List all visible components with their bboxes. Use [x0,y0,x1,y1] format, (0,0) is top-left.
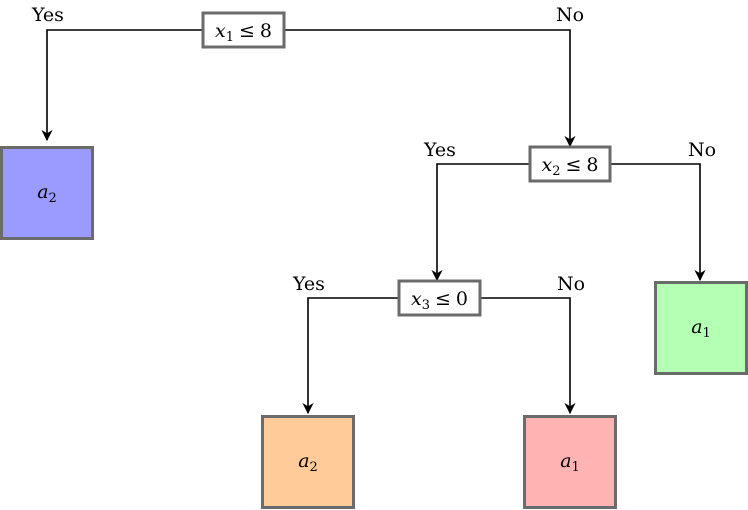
n2-no-label: No [688,139,716,161]
leaf-node-a2-bottom: a2 [261,415,355,509]
n1-yes-label: Yes [31,4,64,26]
n3-no-label: No [557,273,585,295]
n2-yes-label: Yes [423,139,456,161]
svg-text:x2≤8: x2≤8 [541,154,598,179]
leaf-node-a1-bottom: a1 [523,415,617,509]
svg-text:x1≤8: x1≤8 [215,20,272,45]
svg-text:a2: a2 [37,181,57,206]
svg-text:a1: a1 [560,450,580,475]
edge-n1-no [285,29,576,148]
edge-n3-yes [302,297,399,415]
edge-n2-no [610,163,706,282]
n1-no-label: No [556,4,584,26]
n3-yes-label: Yes [292,273,325,295]
svg-text:x3≤0: x3≤0 [411,288,468,313]
svg-text:a1: a1 [691,316,711,341]
decision-node-x1: x1≤8 [201,11,286,49]
edge-n1-yes [41,29,203,142]
edge-n3-no [481,297,576,415]
leaf-node-a1-right: a1 [654,281,748,375]
decision-node-x3: x3≤0 [397,279,482,317]
edge-n2-yes [431,163,530,282]
decision-node-x2: x2≤8 [528,145,612,183]
svg-text:a2: a2 [298,450,318,475]
leaf-node-a2-left: a2 [0,146,94,240]
